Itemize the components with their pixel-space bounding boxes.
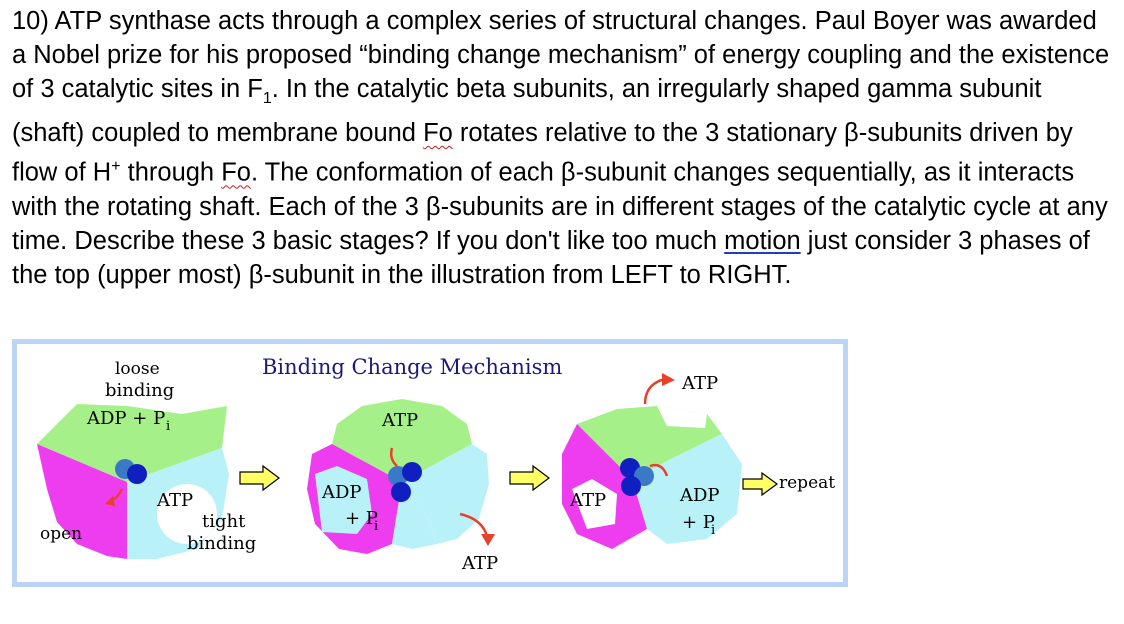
panel1-shaft-dot-dark [127, 464, 147, 484]
rotor-panel-1: loose binding ADP + P i ATP tight bindin… [37, 359, 256, 559]
panel1-atp: ATP [156, 490, 193, 511]
panel2-shaft-dot-dark [402, 462, 422, 482]
panel3-shaft-dot-dark-2 [621, 476, 641, 496]
question-text: 10) ATP synthase acts through a complex … [12, 7, 1110, 289]
panel2-green-subunit [332, 399, 472, 482]
yellow-arrow-3 [742, 471, 779, 497]
panel2-cyan-left [315, 466, 372, 534]
panel3-atp: ATP [569, 490, 606, 511]
subscript-1: 1 [262, 90, 272, 108]
panel1-adp: ADP + P [86, 408, 165, 429]
fo-term-2: Fo [221, 158, 251, 187]
panel3-cyan-subunit [632, 434, 742, 544]
superscript-plus: + [111, 158, 121, 176]
panel2-red-arrow [389, 447, 398, 467]
panel2-pi-sub: i [374, 519, 378, 534]
panel1-loose1: loose [115, 359, 160, 379]
panel2-shaft-dot-dark-2 [391, 482, 411, 502]
panel3-pi: + P [682, 512, 715, 533]
panel3-top-notch [657, 406, 707, 428]
fo-term: Fo [423, 119, 453, 148]
rotor-panel-2: ATP ADP + P i ATP [307, 399, 498, 574]
panel1-tight-site [157, 484, 217, 544]
figure-title: Binding Change Mechanism [262, 355, 562, 379]
panel1-magenta-subunit [37, 444, 127, 559]
panel1-adp-sub: i [166, 419, 170, 434]
panel1-red-arrowhead [105, 496, 115, 506]
rotor-panel-3: ATP ATP ADP + P i [562, 373, 742, 549]
panel2-release-arrow [459, 512, 489, 537]
panel1-open: open [40, 524, 82, 544]
panel1-loose2: binding [105, 380, 174, 401]
panel3-red-arrow [649, 463, 669, 477]
yellow-arrow-1 [239, 464, 280, 492]
panel1-green-subunit [37, 404, 227, 482]
panel2-cyan-subunit [402, 444, 489, 544]
panel1-tight1: tight [202, 511, 246, 532]
figure-canvas: Binding Change Mechanism loose binding A… [37, 355, 835, 574]
panel3-adp: ADP [679, 485, 720, 506]
yellow-arrow-2 [509, 464, 550, 492]
panel2-release-arrowhead [481, 534, 495, 546]
binding-change-figure: Binding Change Mechanism loose binding A… [12, 339, 848, 587]
panel2-atp-out: ATP [461, 553, 498, 574]
repeat-label: repeat [779, 473, 835, 493]
panel1-tight2: binding [187, 533, 256, 554]
panel2-pi: + P [345, 508, 378, 529]
panel3-release-arrow [643, 377, 666, 405]
panel3-release-arrowhead [662, 373, 675, 386]
panel3-atp-top: ATP [681, 373, 718, 394]
motion-link[interactable]: motion [724, 226, 801, 255]
panel3-white-pocket [572, 479, 617, 529]
panel2-adp: ADP [321, 482, 362, 503]
panel2-atp-top: ATP [381, 410, 418, 431]
panel3-pi-sub: i [711, 523, 715, 538]
